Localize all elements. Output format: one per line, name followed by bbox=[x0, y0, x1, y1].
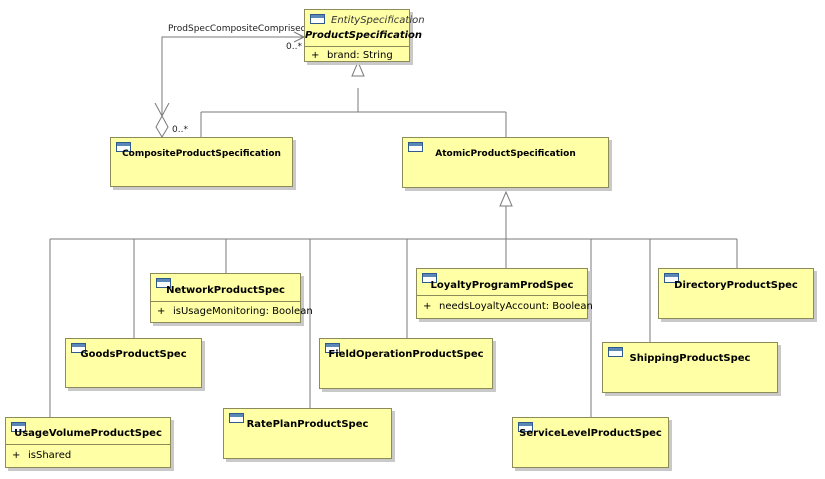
class-icon bbox=[422, 273, 437, 283]
composition-diamond bbox=[155, 114, 169, 138]
class-icon bbox=[664, 273, 679, 283]
class-atomic-product-specification[interactable]: AtomicProductSpecification bbox=[402, 137, 609, 188]
association-line bbox=[161, 36, 304, 127]
class-name: LoyaltyProgramProdSpec bbox=[430, 280, 574, 291]
attribute-row: +isUsageMonitoring: Boolean bbox=[157, 306, 313, 317]
generalization-line-root bbox=[200, 88, 507, 137]
class-usage-volume-product-spec[interactable]: UsageVolumeProductSpec +isShared bbox=[5, 417, 171, 468]
class-icon bbox=[408, 142, 423, 152]
class-icon bbox=[518, 422, 533, 432]
class-service-level-product-spec[interactable]: ServiceLevelProductSpec bbox=[512, 417, 669, 468]
class-name: CompositeProductSpecification bbox=[122, 149, 281, 159]
class-icon bbox=[325, 343, 340, 353]
class-name: NetworkProductSpec bbox=[166, 285, 285, 296]
class-name: ShippingProductSpec bbox=[629, 353, 751, 364]
attribute-compartment: +needsLoyaltyAccount: Boolean bbox=[417, 295, 593, 320]
class-name: ProductSpecification bbox=[305, 30, 423, 41]
attribute-row: +brand: String bbox=[311, 50, 393, 61]
attribute-row: +needsLoyaltyAccount: Boolean bbox=[423, 301, 593, 312]
class-icon bbox=[310, 14, 325, 24]
multiplicity-source-label: 0..* bbox=[172, 125, 188, 135]
generalization-line-atomic bbox=[50, 206, 737, 240]
class-rate-plan-product-spec[interactable]: RatePlanProductSpec bbox=[223, 408, 392, 459]
multiplicity-target-label: 0..* bbox=[286, 42, 302, 52]
class-network-product-spec[interactable]: NetworkProductSpec +isUsageMonitoring: B… bbox=[150, 273, 313, 324]
attribute-compartment: +isUsageMonitoring: Boolean bbox=[151, 301, 313, 324]
class-composite-product-specification[interactable]: CompositeProductSpecification bbox=[110, 137, 293, 187]
class-name: ServiceLevelProductSpec bbox=[519, 428, 662, 439]
class-product-specification[interactable]: EntitySpecification ProductSpecification… bbox=[304, 9, 425, 63]
class-icon bbox=[608, 347, 623, 357]
class-directory-product-spec[interactable]: DirectoryProductSpec bbox=[658, 268, 814, 319]
class-name: GoodsProductSpec bbox=[80, 349, 187, 360]
class-name: DirectoryProductSpec bbox=[674, 280, 798, 291]
class-name: RatePlanProductSpec bbox=[246, 419, 369, 430]
attribute-compartment: +brand: String bbox=[305, 46, 409, 63]
class-shipping-product-spec[interactable]: ShippingProductSpec bbox=[602, 342, 778, 393]
class-stereotype: EntitySpecification bbox=[331, 15, 425, 26]
generalization-triangle-root bbox=[351, 60, 365, 77]
class-loyalty-program-prod-spec[interactable]: LoyaltyProgramProdSpec +needsLoyaltyAcco… bbox=[416, 268, 593, 320]
class-icon bbox=[11, 422, 26, 432]
class-name: FieldOperationProductSpec bbox=[328, 349, 484, 360]
class-icon bbox=[71, 343, 86, 353]
attribute-compartment: +isShared bbox=[6, 444, 170, 469]
class-icon bbox=[156, 278, 171, 288]
class-field-operation-product-spec[interactable]: FieldOperationProductSpec bbox=[319, 338, 493, 389]
class-goods-product-spec[interactable]: GoodsProductSpec bbox=[65, 338, 202, 388]
association-name-label: ProdSpecCompositeComprisedOf bbox=[168, 24, 317, 34]
class-icon bbox=[229, 413, 244, 423]
generalization-triangle-atomic bbox=[499, 190, 513, 207]
class-icon bbox=[116, 142, 131, 152]
class-name: UsageVolumeProductSpec bbox=[14, 428, 162, 439]
class-name: AtomicProductSpecification bbox=[435, 149, 576, 159]
attribute-row: +isShared bbox=[12, 450, 72, 461]
